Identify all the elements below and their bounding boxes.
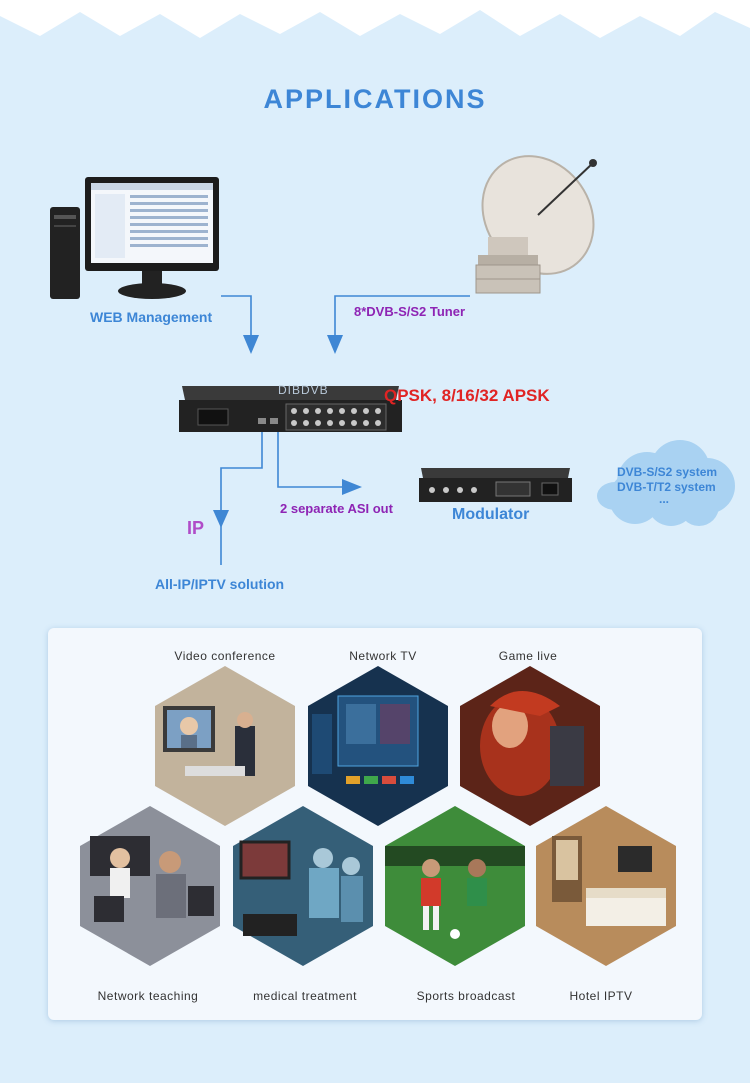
sports-broadcast-image bbox=[385, 806, 525, 966]
device-watermark: DIBDVB bbox=[278, 383, 329, 397]
tuner-label: 8*DVB-S/S2 Tuner bbox=[354, 304, 466, 319]
app-label-medical-treatment: medical treatment bbox=[253, 989, 357, 1003]
connection-arrows bbox=[213, 295, 470, 565]
satellite-dish-icon bbox=[475, 155, 597, 294]
modulator-label: Modulator bbox=[452, 506, 530, 523]
hotel-iptv-image bbox=[536, 806, 676, 966]
medical-treatment-image bbox=[233, 806, 373, 966]
app-label-network-teaching: Network teaching bbox=[97, 989, 199, 1003]
video-conference-image bbox=[155, 666, 295, 826]
game-live-image bbox=[460, 666, 600, 826]
web-management-label: WEB Management bbox=[90, 309, 213, 325]
ip-label: IP bbox=[187, 518, 205, 538]
network-teaching-image bbox=[80, 806, 220, 966]
cloud-system-ellipsis: ... bbox=[659, 492, 670, 506]
cloud-icon bbox=[597, 440, 735, 526]
app-label-hotel-iptv: Hotel IPTV bbox=[569, 989, 633, 1003]
app-label-video-conference: Video conference bbox=[174, 649, 276, 663]
cloud-system-1: DVB-S/S2 system bbox=[617, 465, 718, 479]
modulator-device bbox=[419, 468, 572, 502]
cloud-system-2: DVB-T/T2 system bbox=[617, 480, 716, 494]
app-label-game-live: Game live bbox=[498, 649, 558, 663]
app-label-sports-broadcast: Sports broadcast bbox=[416, 989, 516, 1003]
receiver-device bbox=[179, 386, 402, 432]
top-wave-decoration bbox=[0, 0, 750, 38]
computer-icon bbox=[50, 177, 219, 299]
modulation-label: QPSK, 8/16/32 APSK bbox=[384, 386, 550, 405]
iptv-solution-label: All-IP/IPTV solution bbox=[155, 576, 285, 592]
page-title: APPLICATIONS bbox=[263, 84, 487, 114]
asi-out-label: 2 separate ASI out bbox=[280, 501, 393, 516]
network-tv-image bbox=[308, 666, 448, 826]
app-label-network-tv: Network TV bbox=[349, 649, 417, 663]
